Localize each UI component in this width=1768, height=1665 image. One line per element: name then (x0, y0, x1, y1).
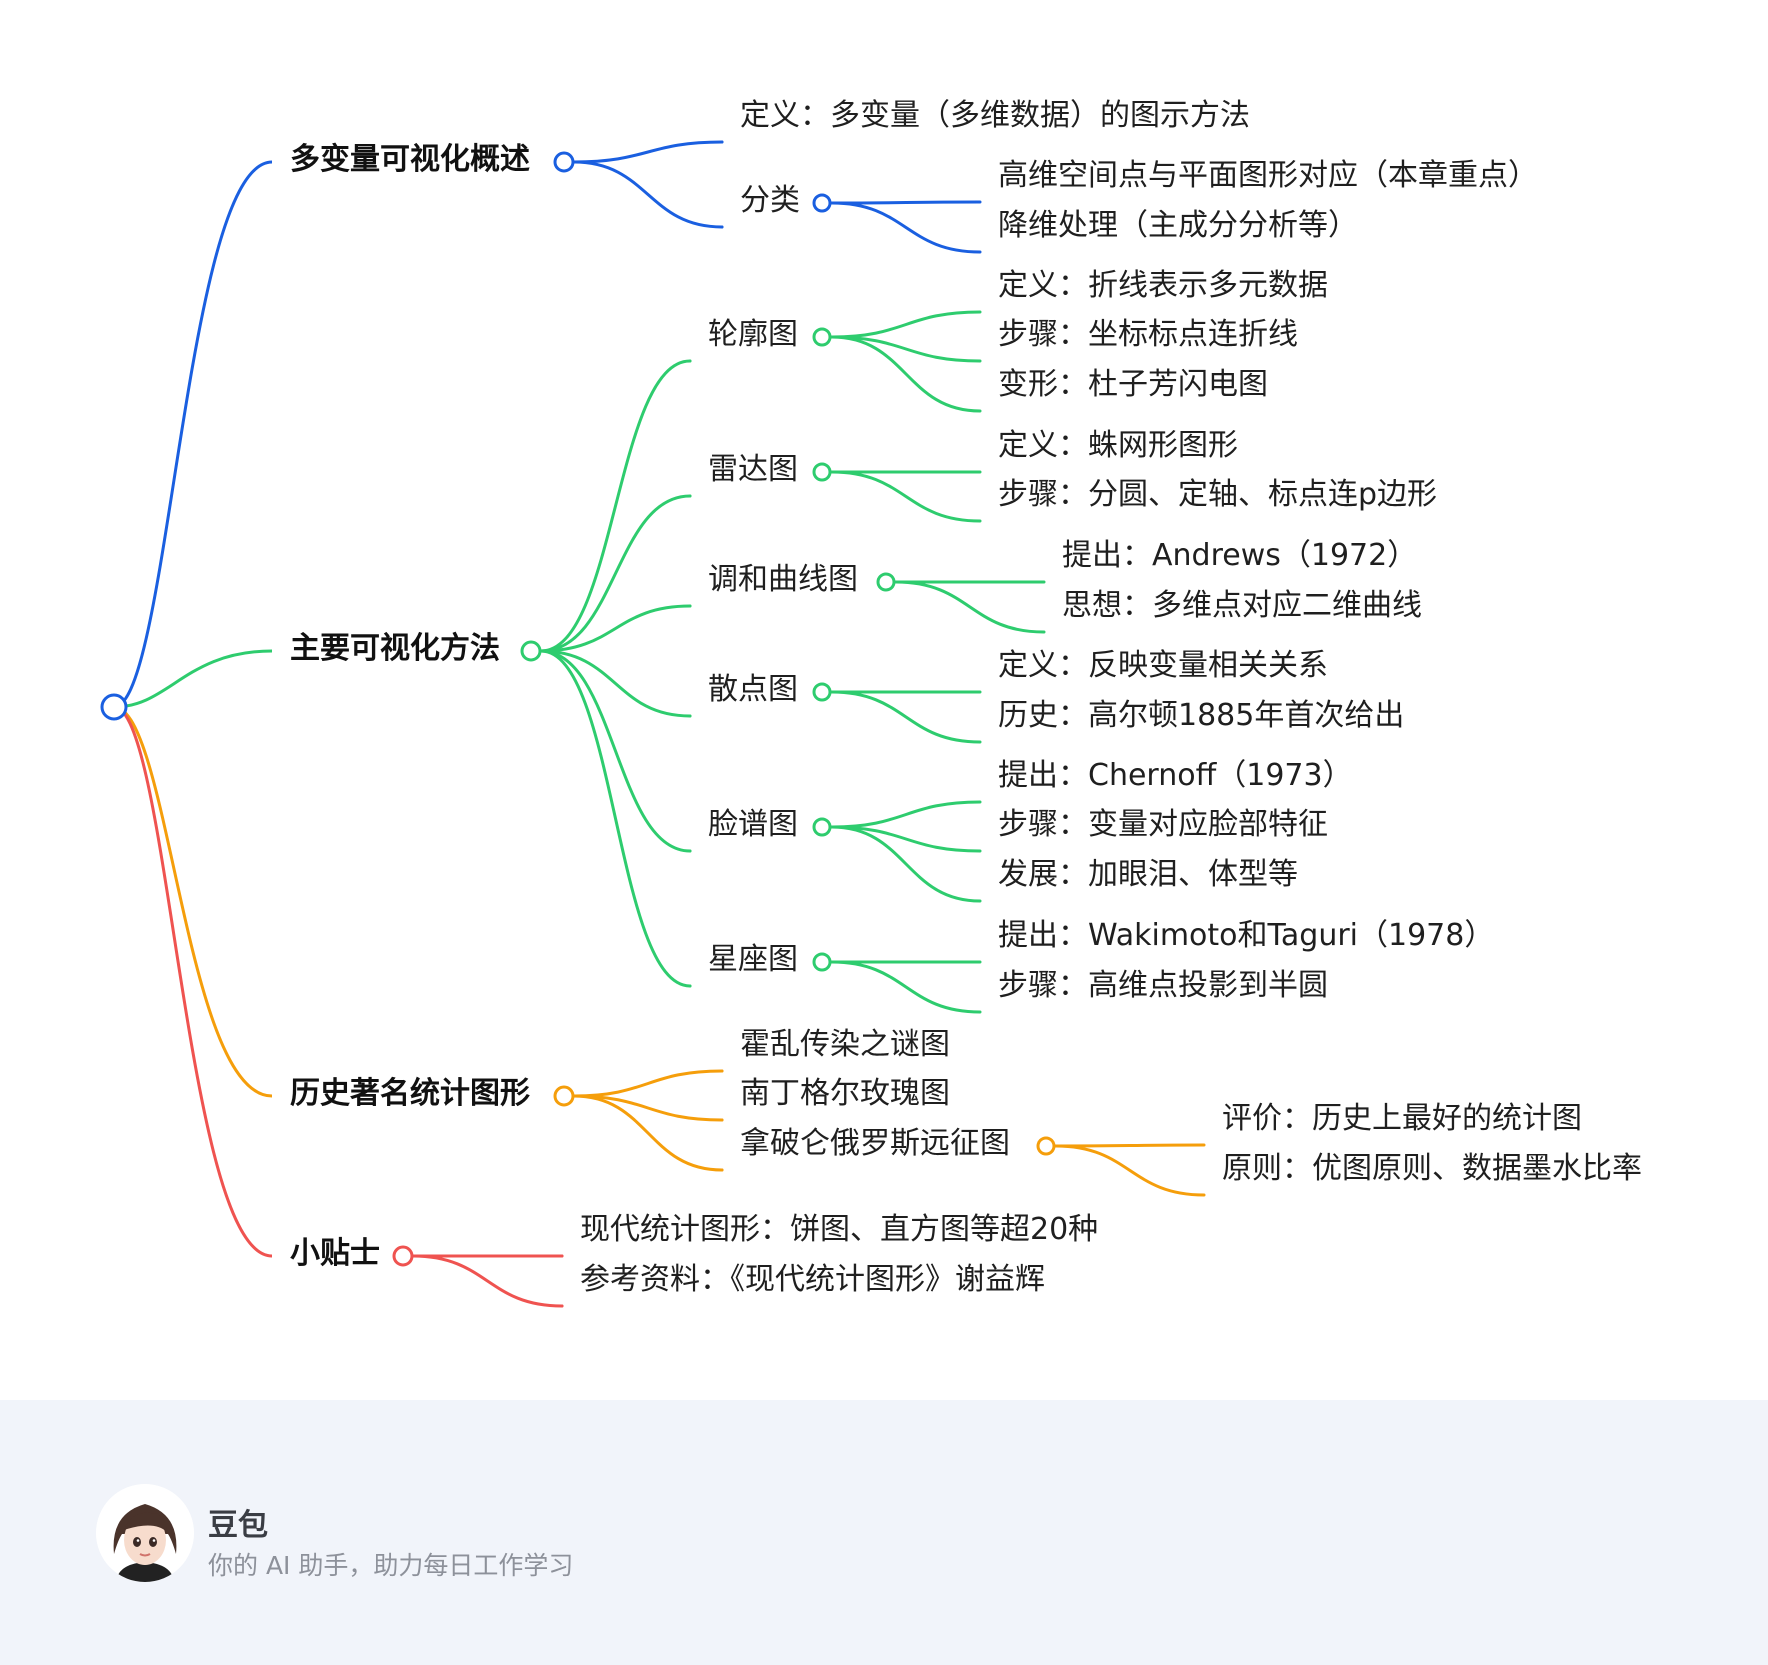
branch-2-node-4-leaf-1: 定义：反映变量相关关系 (998, 648, 1328, 683)
branch-3-node-3: 拿破仑俄罗斯远征图 (740, 1126, 1010, 1161)
footer-bar: 豆包 你的 AI 助手，助力每日工作学习 (0, 1400, 1768, 1665)
branch-2-node-1-leaf-1: 定义：折线表示多元数据 (998, 268, 1328, 303)
root-node[interactable] (100, 693, 128, 721)
branch-title-3: 历史著名统计图形 (290, 1076, 530, 1111)
branch-2-node-5: 脸谱图 (708, 807, 798, 842)
branch-2-node-2-toggle[interactable] (812, 462, 832, 482)
branch-3-link-1 (572, 1069, 724, 1098)
branch-2-node-5-link-3 (830, 825, 982, 903)
branch-2-node-1-link-3 (830, 335, 982, 413)
branch-2-link-6 (539, 649, 692, 988)
branch-3-node-2: 南丁格尔玫瑰图 (740, 1076, 950, 1111)
branch-2-node-2-leaf-1: 定义：蛛网形图形 (998, 428, 1238, 463)
root-link-3 (113, 705, 273, 1098)
branch-2-node-2-link-2 (830, 470, 982, 523)
branch-title-2: 主要可视化方法 (290, 631, 500, 666)
branch-2-node-4-leaf-2: 历史：高尔顿1885年首次给出 (998, 698, 1405, 733)
branch-4-toggle[interactable] (392, 1245, 414, 1267)
branch-2-toggle[interactable] (520, 640, 542, 662)
branch-1-node-2-leaf-2: 降维处理（主成分分析等） (998, 208, 1358, 243)
branch-2-node-1-toggle[interactable] (812, 327, 832, 347)
branch-2-node-4-toggle[interactable] (812, 682, 832, 702)
branch-3-node-3-toggle[interactable] (1036, 1136, 1056, 1156)
branch-4-node-1: 现代统计图形：饼图、直方图等超20种 (580, 1212, 1099, 1247)
branch-2-node-3-toggle[interactable] (876, 572, 896, 592)
branch-2-node-6-leaf-1: 提出：Wakimoto和Taguri（1978） (998, 918, 1495, 953)
root-link-2 (113, 649, 273, 709)
branch-1-link-2 (572, 160, 724, 229)
branch-2-node-1-leaf-2: 步骤：坐标标点连折线 (998, 317, 1298, 352)
branch-2-link-3 (539, 604, 692, 653)
branch-title-4: 小贴士 (290, 1236, 380, 1271)
assistant-tagline: 你的 AI 助手，助力每日工作学习 (208, 1551, 574, 1580)
branch-1-node-2-leaf-1: 高维空间点与平面图形对应（本章重点） (998, 158, 1538, 193)
branch-4-node-2: 参考资料：《现代统计图形》谢益辉 (580, 1262, 1045, 1297)
branch-1-node-2-toggle[interactable] (812, 193, 832, 213)
branch-2-node-6: 星座图 (708, 942, 798, 977)
branch-3-toggle[interactable] (553, 1085, 575, 1107)
branch-3-node-3-link-1 (1054, 1143, 1206, 1148)
branch-3-link-2 (572, 1094, 724, 1122)
branch-2-node-3-leaf-1: 提出：Andrews（1972） (1062, 538, 1418, 573)
branch-1-node-1: 定义：多变量（多维数据）的图示方法 (740, 98, 1250, 133)
branch-1-node-2-link-1 (830, 200, 982, 205)
branch-2-node-6-leaf-2: 步骤：高维点投影到半圆 (998, 968, 1328, 1003)
branch-2-node-5-link-1 (830, 800, 982, 829)
branch-3-node-3-leaf-2: 原则：优图原则、数据墨水比率 (1222, 1151, 1642, 1186)
branch-1-node-2-link-2 (830, 201, 982, 254)
branch-3-node-1: 霍乱传染之谜图 (740, 1027, 950, 1062)
branch-4-link-2 (411, 1254, 564, 1308)
assistant-name: 豆包 (208, 1508, 268, 1543)
branch-2-node-4-link-2 (830, 690, 982, 744)
branch-2-link-1 (539, 359, 692, 653)
branch-1-link-1 (572, 140, 724, 164)
branch-1-toggle[interactable] (553, 151, 575, 173)
branch-2-node-2: 雷达图 (708, 452, 798, 487)
branch-2-node-5-leaf-2: 步骤：变量对应脸部特征 (998, 807, 1328, 842)
branch-2-node-5-toggle[interactable] (812, 817, 832, 837)
avatar (96, 1484, 194, 1582)
branch-2-link-5 (539, 649, 692, 853)
mindmap: 多变量可视化概述 定义：多变量（多维数据）的图示方法分类 高维空间点与平面图形对应（… (100, 98, 1642, 1308)
branch-2-node-5-link-2 (830, 825, 982, 853)
branch-2-link-4 (539, 649, 692, 718)
branch-title-1: 多变量可视化概述 (290, 142, 530, 177)
avatar-portrait-icon (96, 1484, 194, 1582)
branch-2-node-5-leaf-1: 提出：Chernoff（1973） (998, 758, 1353, 793)
root-link-4 (113, 705, 273, 1258)
branch-2-node-6-toggle[interactable] (812, 952, 832, 972)
branch-2-node-2-leaf-2: 步骤：分圆、定轴、标点连p边形 (998, 477, 1438, 512)
branch-2-node-5-leaf-3: 发展：加眼泪、体型等 (998, 857, 1298, 892)
root-link-1 (113, 160, 273, 709)
branch-2-node-3: 调和曲线图 (708, 562, 858, 597)
branch-3-link-3 (572, 1094, 724, 1172)
branch-2-node-3-leaf-2: 思想：多维点对应二维曲线 (1062, 588, 1422, 623)
branch-3-node-3-link-2 (1054, 1144, 1206, 1197)
branch-2-node-1-link-2 (830, 335, 982, 363)
branch-2-node-6-link-2 (830, 960, 982, 1014)
branch-2-node-1-link-1 (830, 310, 982, 339)
branch-1-node-2: 分类 (740, 183, 800, 218)
branch-2-node-4: 散点图 (708, 672, 798, 707)
mindmap-links (100, 140, 1206, 1308)
branch-2-link-2 (539, 494, 692, 653)
branch-2-node-1: 轮廓图 (708, 317, 798, 352)
branch-3-node-3-leaf-1: 评价：历史上最好的统计图 (1222, 1101, 1582, 1136)
branch-2-node-3-link-2 (894, 580, 1046, 634)
branch-2-node-1-leaf-3: 变形：杜子芳闪电图 (998, 367, 1268, 402)
